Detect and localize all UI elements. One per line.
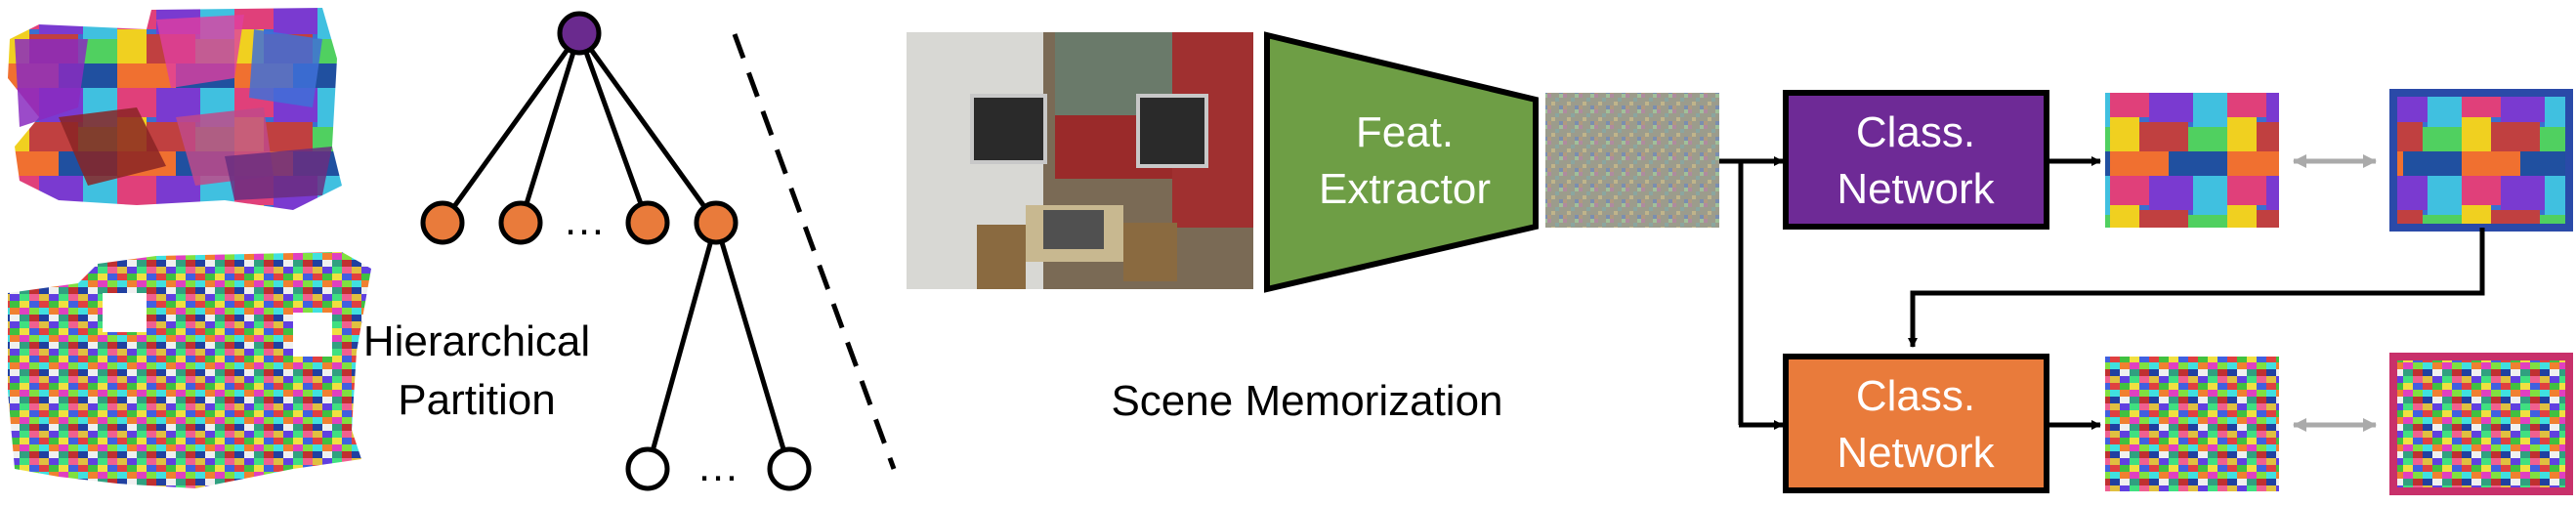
tree-root-node [557, 11, 602, 56]
coarse-label-prediction [2105, 93, 2279, 228]
tree-child-node [498, 200, 543, 245]
feature-extractor-label-line1: Feat. [1356, 108, 1454, 156]
tree-child-node [694, 200, 739, 245]
bottom-class-network-label-line2: Network [1837, 429, 1995, 477]
bottom-class-network-block [1783, 354, 2049, 493]
tree-leaf-node [767, 446, 812, 491]
coarse-partition-pointcloud [8, 8, 342, 210]
input-scene-photo [907, 32, 1253, 289]
feature-extractor-block [1264, 31, 1539, 293]
hierarchical-tree: … … [420, 11, 812, 491]
top-class-network-label-line1: Class. [1856, 108, 1975, 156]
feature-map [1545, 93, 1719, 228]
fine-partition-pointcloud [8, 252, 371, 488]
tree-ellipsis-upper: … [563, 196, 606, 244]
tree-leaf-node [625, 446, 670, 491]
bottom-class-network-label-line1: Class. [1856, 372, 1975, 420]
tree-child-node [625, 200, 670, 245]
panel-divider [732, 33, 897, 470]
top-class-network-label-line2: Network [1837, 165, 1995, 213]
feature-extractor-label-line2: Extractor [1319, 165, 1491, 213]
coarse-label-target [2389, 89, 2573, 232]
tree-ellipsis-lower: … [697, 443, 739, 490]
hierarchical-partition-caption-line2: Partition [398, 376, 555, 424]
scene-memorization-caption: Scene Memorization [1111, 377, 1502, 425]
hierarchical-partition-caption-line1: Hierarchical [363, 317, 590, 365]
tree-child-node [420, 200, 465, 245]
fine-label-prediction [2105, 357, 2279, 491]
fine-label-target [2389, 353, 2573, 495]
arrow-coarse-to-bottom-network [1908, 228, 2485, 348]
